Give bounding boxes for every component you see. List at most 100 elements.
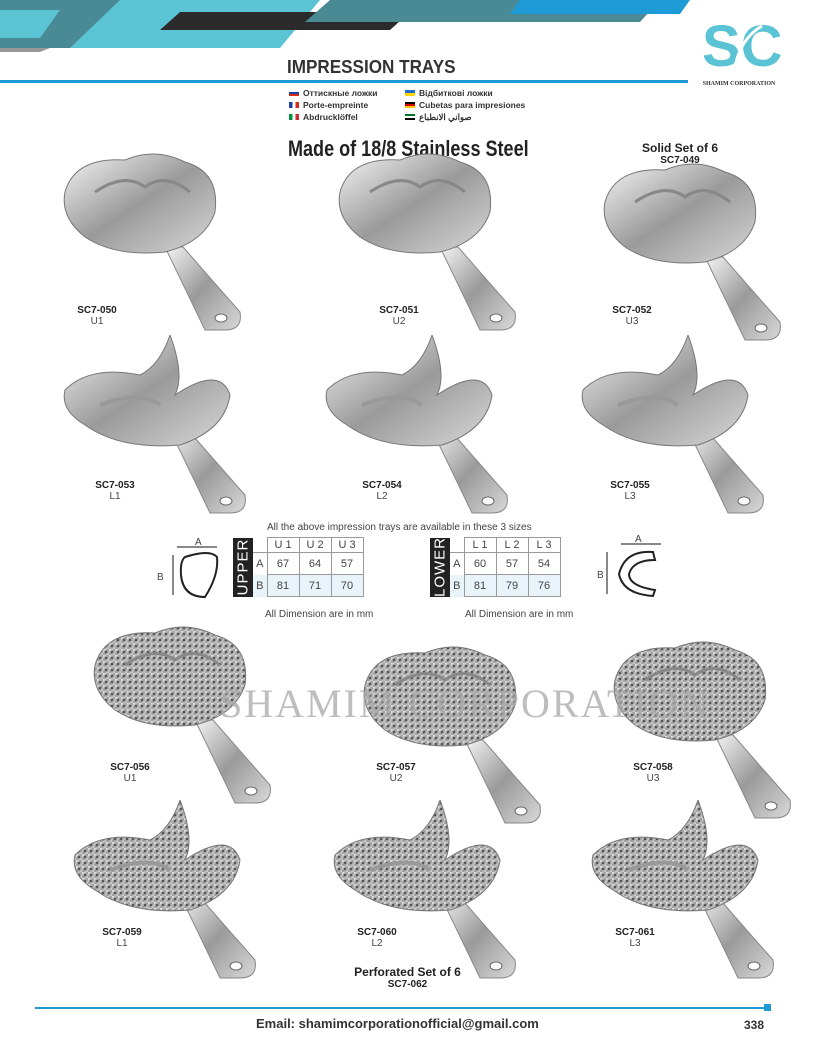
flag-fr-icon (289, 102, 299, 108)
tray-size: L1 (109, 491, 121, 502)
tray-size: L2 (371, 938, 383, 949)
tray-size: L3 (624, 491, 636, 502)
tray-image-SC7-055 (578, 333, 768, 525)
table-cell: 76 (527, 574, 561, 597)
tray-code: SC7-058 (633, 762, 673, 773)
row-key: A (253, 552, 268, 575)
language-text: Оттискные ложки (303, 88, 378, 98)
row-key: A (450, 552, 465, 575)
tray-size: U1 (123, 773, 137, 784)
tray-image-SC7-050 (55, 152, 245, 342)
language-text: Abdrucklöffel (303, 112, 358, 122)
table-cell: 71 (298, 574, 332, 597)
table-cell: 57 (495, 552, 529, 575)
solid-set-label: Solid Set of 6 (641, 141, 718, 155)
table-cell: 70 (330, 574, 364, 597)
tray-image-SC7-061 (588, 798, 778, 990)
tray-image-SC7-059 (70, 798, 260, 990)
tray-code: SC7-055 (610, 480, 650, 491)
dim-a-label: A (635, 534, 642, 545)
table-cell: 57 (330, 552, 364, 575)
language-de: Cubetas para impresiones (405, 99, 545, 111)
language-ua: Відбиткові ложки (405, 87, 545, 99)
lower-shape-diagram: A B (597, 534, 661, 598)
flag-ru-icon (289, 90, 299, 96)
tray-size: L1 (116, 938, 128, 949)
lower-note: All Dimension are in mm (465, 609, 574, 620)
tray-code: SC7-057 (376, 762, 416, 773)
language-ae: صواني الانطباع (405, 111, 545, 123)
tray-code: SC7-052 (612, 305, 652, 316)
language-text: Porte-empreinte (303, 100, 369, 110)
language-it: Abdrucklöffel (289, 111, 405, 123)
flag-it-icon (289, 114, 299, 120)
tray-code: SC7-054 (362, 480, 402, 491)
tray-size: U3 (646, 773, 660, 784)
logo: SC SHAMIM CORPORATION (694, 14, 784, 87)
tray-code: SC7-056 (110, 762, 150, 773)
solid-set-code: SC7-049 (660, 155, 700, 166)
language-text: صواني الانطباع (419, 111, 472, 122)
dim-b-label: B (157, 572, 164, 583)
tray-size: U1 (90, 316, 104, 327)
tray-image-SC7-060 (330, 798, 520, 990)
language-text: Відбиткові ложки (419, 88, 493, 98)
tray-image-SC7-058 (605, 640, 795, 830)
tray-image-SC7-054 (322, 333, 512, 525)
perforated-set-code: SC7-062 (387, 979, 428, 990)
page-number: 338 (744, 1018, 765, 1032)
footer-email[interactable]: Email: shamimcorporationofficial@gmail.c… (256, 1016, 539, 1031)
table-cell: 81 (266, 574, 300, 597)
perforated-set-label: Perforated Set of 6 (354, 965, 461, 979)
tray-image-SC7-051 (330, 152, 520, 342)
flag-ua-icon (405, 90, 415, 96)
footer-rule (35, 1007, 770, 1009)
column-header: L 2 (495, 537, 529, 553)
table-cell: 64 (298, 552, 332, 575)
language-text: Cubetas para impresiones (419, 100, 526, 110)
row-key: B (450, 574, 465, 597)
row-key: B (253, 574, 268, 597)
language-fr: Porte-empreinte (289, 99, 405, 111)
tray-size: U2 (392, 316, 406, 327)
table-cell: 79 (495, 574, 529, 597)
table-cell: 67 (266, 552, 300, 575)
tray-code: SC7-060 (357, 927, 397, 938)
footer-marker (764, 1004, 771, 1011)
lower-label: LOWER (430, 537, 450, 597)
tray-code: SC7-053 (95, 480, 135, 491)
column-header: L 3 (527, 537, 561, 553)
dim-b-label: B (597, 570, 604, 581)
tray-code: SC7-050 (77, 305, 117, 316)
upper-label: UPPER (233, 537, 253, 597)
table-cell: 60 (463, 552, 497, 575)
column-header: U 2 (298, 537, 332, 553)
tray-size: U3 (625, 316, 639, 327)
brand-name: SHAMIM CORPORATION (702, 81, 776, 87)
tray-image-SC7-056 (85, 625, 275, 815)
table-cell: 54 (527, 552, 561, 575)
column-header: U 3 (330, 537, 364, 553)
tray-size: L2 (376, 491, 388, 502)
tray-image-SC7-052 (595, 162, 785, 352)
tray-image-SC7-057 (355, 645, 545, 835)
language-ru: Оттискные ложки (289, 87, 405, 99)
flag-de-icon (405, 102, 415, 108)
